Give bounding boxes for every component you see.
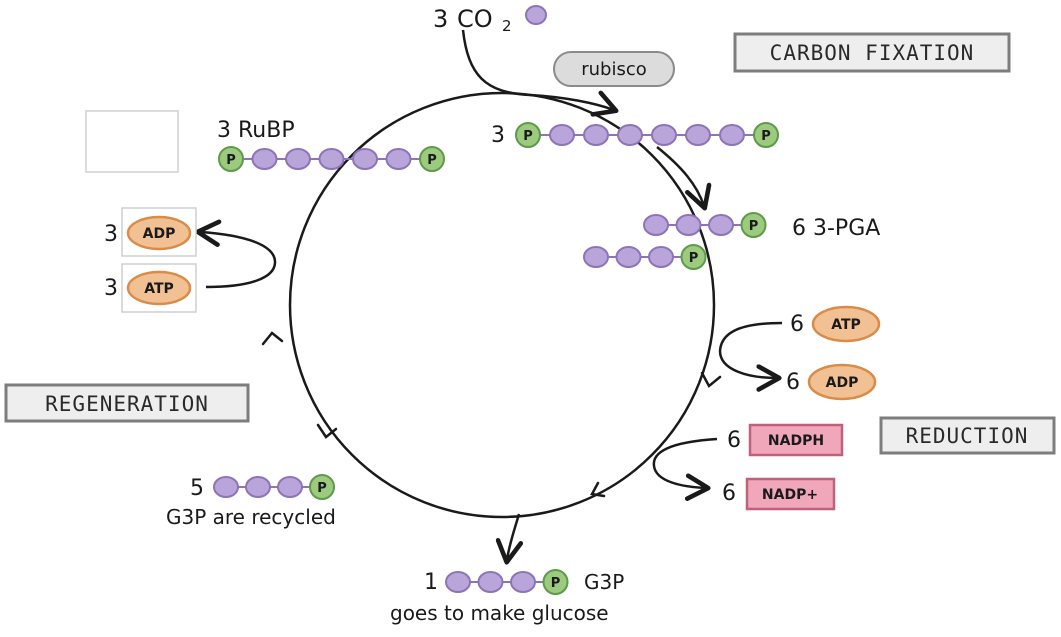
- atp-in-count: 6: [790, 312, 804, 337]
- enzyme-label: rubisco: [581, 59, 647, 80]
- carbon-atom: [245, 476, 271, 498]
- phosphate-group: [515, 122, 541, 148]
- atp-in-badge: ATP: [811, 305, 881, 343]
- co2-carbon-icon: [525, 5, 547, 25]
- phosphate-label: P: [551, 576, 561, 591]
- carbon-atom: [675, 214, 702, 236]
- adp-out-count: 6: [786, 370, 800, 395]
- phosphate-group: [542, 569, 569, 595]
- phosphate-group: [419, 146, 445, 172]
- pga-molecule-2: P: [583, 244, 707, 270]
- output-g3p-molecule: P: [445, 569, 569, 595]
- adp-out-label: ADP: [826, 375, 859, 391]
- nadp-out-label: NADP+: [762, 487, 818, 503]
- recycled-g3p-molecule: P: [213, 474, 335, 500]
- carbon-atom: [643, 214, 669, 236]
- regen-atp-badge: ATP: [121, 263, 197, 313]
- regen-adp-count: 3: [104, 222, 118, 247]
- carbon-atom: [651, 124, 677, 146]
- co2-entry-arrow: [461, 29, 619, 117]
- regen-atp-count: 3: [104, 276, 118, 301]
- phosphate-group: [740, 212, 767, 238]
- atp-in-label: ATP: [831, 317, 861, 333]
- co2-subscript: 2: [502, 17, 512, 35]
- phosphate-group: [680, 244, 707, 270]
- co2-count: 3: [433, 5, 448, 33]
- output-count: 1: [424, 570, 438, 595]
- stage-fixation-label: CARBON FIXATION: [770, 41, 975, 65]
- regen-atp-arrow: [195, 219, 277, 289]
- rubisco-enzyme-badge: rubisco: [553, 51, 675, 87]
- nadph-in-badge: NADPH: [748, 423, 844, 457]
- stage-regeneration-label: REGENERATION: [45, 392, 209, 416]
- nadp-out-badge: NADP+: [745, 477, 836, 511]
- carbon-atom: [213, 476, 239, 498]
- carbon-atom: [277, 476, 303, 498]
- carbon-atom: [708, 214, 734, 236]
- adp-out-badge: ADP: [807, 363, 877, 401]
- six-carbon-count: 3: [491, 123, 505, 148]
- carbon-atom: [719, 124, 745, 146]
- phosphate-label: P: [317, 481, 327, 496]
- co2-label: CO: [457, 5, 493, 33]
- carbon-atom: [615, 246, 642, 268]
- phosphate-group: [309, 474, 335, 500]
- glucose-output-arrow: [495, 513, 524, 565]
- stage-reduction: REDUCTION: [879, 416, 1056, 455]
- phosphate-group: [218, 146, 244, 172]
- carbon-atom: [285, 148, 311, 170]
- rubp-label: 3 RuBP: [217, 118, 295, 143]
- output-name: G3P: [584, 570, 624, 594]
- carbon-atom: [445, 571, 471, 593]
- regen-adp-label: ADP: [143, 226, 176, 242]
- carbon-atom: [583, 124, 609, 146]
- carbon-atom: [617, 124, 643, 146]
- phosphate-label: P: [427, 153, 437, 168]
- stage-regeneration: REGENERATION: [4, 383, 250, 423]
- regen-adp-badge: ADP: [121, 207, 197, 257]
- phosphate-group: [753, 122, 779, 148]
- cycle-direction-marks: [261, 331, 722, 498]
- nadph-use-arrow: [652, 437, 718, 501]
- phosphate-label: P: [749, 219, 759, 234]
- carbon-atom: [318, 148, 345, 170]
- cycle-circle: [288, 91, 716, 519]
- empty-box: [85, 110, 179, 173]
- carbon-atom: [685, 124, 711, 146]
- phosphate-label: P: [226, 153, 236, 168]
- recycled-label: G3P are recycled: [166, 505, 336, 529]
- phosphate-label: P: [761, 129, 771, 144]
- pga-molecule-1: P: [643, 212, 767, 238]
- phosphate-label: P: [689, 251, 699, 266]
- split-arrow: [656, 146, 712, 211]
- carbon-atom: [352, 148, 378, 170]
- nadp-out-count: 6: [722, 481, 736, 506]
- carbon-atom: [648, 246, 674, 268]
- nadph-in-count: 6: [727, 428, 741, 453]
- phosphate-label: P: [523, 129, 533, 144]
- output-label: goes to make glucose: [390, 601, 609, 625]
- pga-label: 6 3-PGA: [792, 216, 880, 241]
- carbon-atom: [549, 124, 575, 146]
- carbon-atom: [510, 571, 536, 593]
- nadph-in-label: NADPH: [768, 433, 824, 449]
- carbon-atom: [251, 148, 278, 170]
- atp-use-arrow: [718, 321, 783, 392]
- stage-carbon-fixation: CARBON FIXATION: [733, 32, 1011, 73]
- carbon-atom: [385, 148, 412, 170]
- recycled-count: 5: [190, 476, 204, 501]
- carbon-atom: [583, 246, 609, 268]
- stage-reduction-label: REDUCTION: [906, 424, 1029, 448]
- regen-atp-label: ATP: [144, 281, 174, 297]
- carbon-atom: [477, 571, 504, 593]
